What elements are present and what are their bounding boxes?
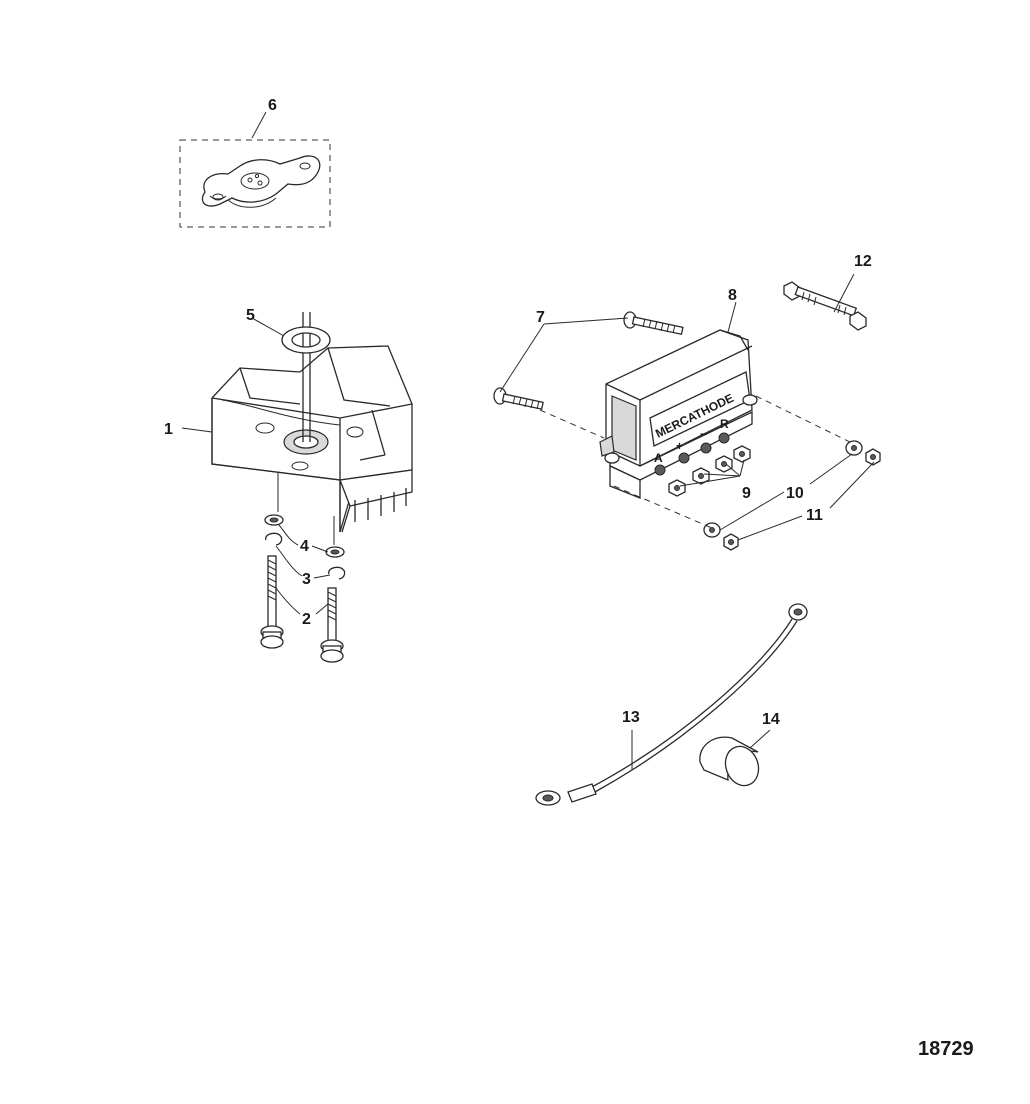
- part-14-cap: [699, 736, 760, 787]
- leader-lines: [181, 111, 875, 770]
- part-1-anode-housing: [211, 345, 413, 545]
- part-4-washers: [264, 514, 345, 558]
- terminal-mark-r: R: [720, 417, 729, 431]
- callout-5: 5: [246, 307, 255, 324]
- part-3-lockwashers: [265, 532, 346, 580]
- callouts: 1 2 3 4 5 6 7 8 9 10 11 12 13 14: [164, 97, 872, 728]
- part-2-screws: [260, 555, 344, 663]
- callout-13: 13: [622, 709, 640, 726]
- part-7-mounting-screws: [493, 311, 684, 410]
- callout-10: 10: [786, 485, 804, 502]
- terminal-marks: A + − R: [654, 417, 729, 465]
- callout-2: 2: [302, 611, 311, 628]
- callout-7: 7: [536, 309, 545, 326]
- terminal-mark-plus: +: [676, 439, 683, 453]
- figure-number: 18729: [918, 1038, 974, 1060]
- terminal-mark-minus: −: [700, 427, 707, 441]
- alignment-lines: [539, 395, 855, 529]
- part-8-mercathode-controller: MERCATHODE A + − R: [599, 329, 758, 499]
- callout-14: 14: [762, 711, 780, 728]
- terminal-mark-a: A: [654, 451, 663, 465]
- part-6-gasket-inset: [179, 139, 331, 228]
- callout-9: 9: [742, 485, 751, 502]
- part-9-nuts: [668, 445, 751, 497]
- part-5-grommet-and-wire: [281, 312, 331, 442]
- part-11-nuts: [723, 448, 881, 551]
- callout-4: 4: [300, 538, 309, 555]
- callout-8: 8: [728, 287, 737, 304]
- callout-12: 12: [854, 253, 872, 270]
- part-12-stud: [783, 281, 867, 331]
- part-13-ground-wire: [535, 603, 808, 806]
- callout-11: 11: [806, 507, 823, 524]
- callout-6: 6: [268, 97, 277, 114]
- callout-1: 1: [164, 421, 173, 438]
- callout-3: 3: [302, 571, 311, 588]
